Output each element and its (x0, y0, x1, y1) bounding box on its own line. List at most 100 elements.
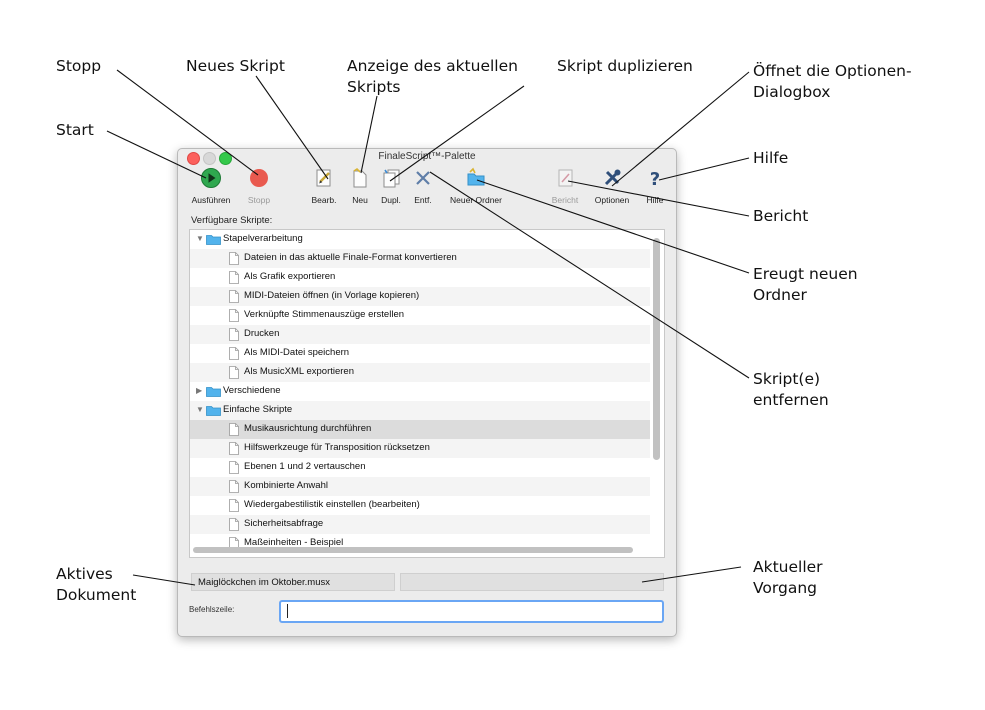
script-row[interactable]: Ebenen 1 und 2 vertauschen (190, 458, 650, 477)
script-row[interactable]: Als MIDI-Datei speichern (190, 344, 650, 363)
folder-icon (206, 405, 221, 416)
script-document-icon (229, 423, 239, 436)
callout-start: Start (56, 121, 94, 139)
folder-icon (206, 234, 221, 245)
help-question-icon: ? (650, 169, 660, 189)
folder-row[interactable]: ▼ Einfache Skripte (190, 401, 650, 420)
script-document-icon (229, 252, 239, 265)
script-label: Musikausrichtung durchführen (244, 423, 372, 434)
script-label: Als MIDI-Datei speichern (244, 347, 350, 358)
finalescript-palette-window: FinaleScript™-Palette Ausführen Stopp Be… (177, 148, 677, 637)
callout-new-script: Neues Skript (186, 57, 285, 75)
folder-label: Einfache Skripte (223, 404, 293, 415)
callout-help: Hilfe (753, 149, 789, 167)
script-row[interactable]: Als MusicXML exportieren (190, 363, 650, 382)
duplicate-document-icon (383, 169, 400, 188)
active-document-field: Maiglöckchen im Oktober.musx (191, 573, 395, 591)
duplicate-script-button-label: Dupl. (381, 195, 401, 205)
new-script-button[interactable]: Neu (346, 167, 374, 207)
script-document-icon (229, 309, 239, 322)
svg-text:?: ? (650, 169, 660, 189)
callout-report: Bericht (753, 207, 809, 225)
script-document-icon (229, 366, 239, 379)
script-row[interactable]: MIDI-Dateien öffnen (in Vorlage kopieren… (190, 287, 650, 306)
new-folder-icon (467, 167, 485, 186)
script-label: Ebenen 1 und 2 vertauschen (244, 461, 366, 472)
stop-icon (250, 169, 268, 187)
vertical-scrollbar[interactable] (653, 238, 660, 460)
callout-options-line2: Dialogbox (753, 83, 831, 101)
available-scripts-label: Verfügbare Skripte: (191, 215, 273, 226)
callout-delete-line2: entfernen (753, 391, 829, 409)
script-document-icon (229, 499, 239, 512)
script-document-icon (229, 271, 239, 284)
disclosure-expanded-icon[interactable]: ▼ (196, 234, 204, 243)
script-row[interactable]: Kombinierte Anwahl (190, 477, 650, 496)
callout-duplicate: Skript duplizieren (557, 57, 693, 75)
delete-script-button-label: Entf. (414, 195, 432, 205)
callout-current-process-line2: Vorgang (753, 579, 817, 597)
callout-active-document-line1: Aktives (56, 565, 113, 583)
help-button-label: Hilfe (646, 195, 664, 205)
disclosure-expanded-icon[interactable]: ▼ (196, 405, 204, 414)
new-folder-button[interactable]: Neuer Ordner (444, 167, 508, 207)
tools-icon (604, 169, 621, 186)
script-label: Maßeinheiten - Beispiel (244, 537, 344, 548)
edit-document-icon (316, 169, 331, 187)
folder-row[interactable]: ▼ Stapelverarbeitung (190, 230, 650, 249)
script-row[interactable]: Dateien in das aktuelle Finale-Format ko… (190, 249, 650, 268)
callout-current-script-line2: Skripts (347, 78, 401, 96)
script-row[interactable]: Verknüpfte Stimmenauszüge erstellen (190, 306, 650, 325)
stop-button-label: Stopp (247, 195, 271, 205)
folder-row[interactable]: ▶ Verschiedene (190, 382, 650, 401)
script-document-icon (229, 328, 239, 341)
new-document-icon (353, 167, 367, 188)
callout-new-folder-line2: Ordner (753, 286, 807, 304)
run-button-label: Ausführen (191, 195, 231, 205)
script-label: MIDI-Dateien öffnen (in Vorlage kopieren… (244, 290, 420, 301)
help-button[interactable]: ? Hilfe (641, 167, 669, 207)
script-label: Wiedergabestilistik einstellen (bearbeit… (244, 499, 420, 510)
callout-delete: Skript(e) entfernen (753, 369, 829, 411)
title-bar[interactable]: FinaleScript™-Palette (178, 149, 676, 165)
callout-current-script: Anzeige des aktuellen Skripts (347, 56, 518, 98)
horizontal-scrollbar[interactable] (193, 547, 633, 553)
command-line-label: Befehlszeile: (189, 605, 235, 614)
script-label: Drucken (244, 328, 280, 339)
current-process-field (400, 573, 664, 591)
stop-button[interactable]: Stopp (238, 167, 280, 207)
script-label: Als Grafik exportieren (244, 271, 336, 282)
script-label: Dateien in das aktuelle Finale-Format ko… (244, 252, 457, 263)
options-button[interactable]: Optionen (590, 167, 634, 207)
callout-active-document: Aktives Dokument (56, 564, 136, 606)
script-tree-list[interactable]: Maßeinheiten - Beispiel Sicherheitsabfrag… (189, 229, 665, 558)
script-row[interactable]: Musikausrichtung durchführen (190, 420, 650, 439)
script-label: Verknüpfte Stimmenauszüge erstellen (244, 309, 405, 320)
script-row[interactable]: Als Grafik exportieren (190, 268, 650, 287)
script-row[interactable]: Sicherheitsabfrage (190, 515, 650, 534)
script-label: Sicherheitsabfrage (244, 518, 324, 529)
delete-x-icon (416, 171, 430, 185)
report-button[interactable]: Bericht (546, 167, 584, 207)
script-row[interactable]: Maßeinheiten - Beispiel (190, 534, 650, 553)
script-document-icon (229, 347, 239, 360)
callout-current-script-line1: Anzeige des aktuellen (347, 57, 518, 75)
command-line-input[interactable] (279, 600, 664, 623)
edit-script-button[interactable]: Bearb. (309, 167, 339, 207)
script-row[interactable]: Wiedergabestilistik einstellen (bearbeit… (190, 496, 650, 515)
callout-stop: Stopp (56, 57, 102, 75)
script-row[interactable]: Drucken (190, 325, 650, 344)
script-label: Als MusicXML exportieren (244, 366, 354, 377)
script-document-icon (229, 537, 239, 550)
callout-delete-line1: Skript(e) (753, 370, 821, 388)
folder-label: Stapelverarbeitung (223, 233, 303, 244)
play-icon (201, 168, 221, 188)
script-row[interactable]: Hilfswerkzeuge für Transposition rückset… (190, 439, 650, 458)
script-label: Kombinierte Anwahl (244, 480, 328, 491)
folder-label: Verschiedene (223, 385, 281, 396)
new-folder-button-label: Neuer Ordner (450, 195, 502, 205)
script-document-icon (229, 461, 239, 474)
callout-new-folder: Ereugt neuen Ordner (753, 264, 858, 306)
delete-script-button[interactable]: Entf. (409, 167, 437, 207)
disclosure-collapsed-icon[interactable]: ▶ (196, 386, 203, 395)
